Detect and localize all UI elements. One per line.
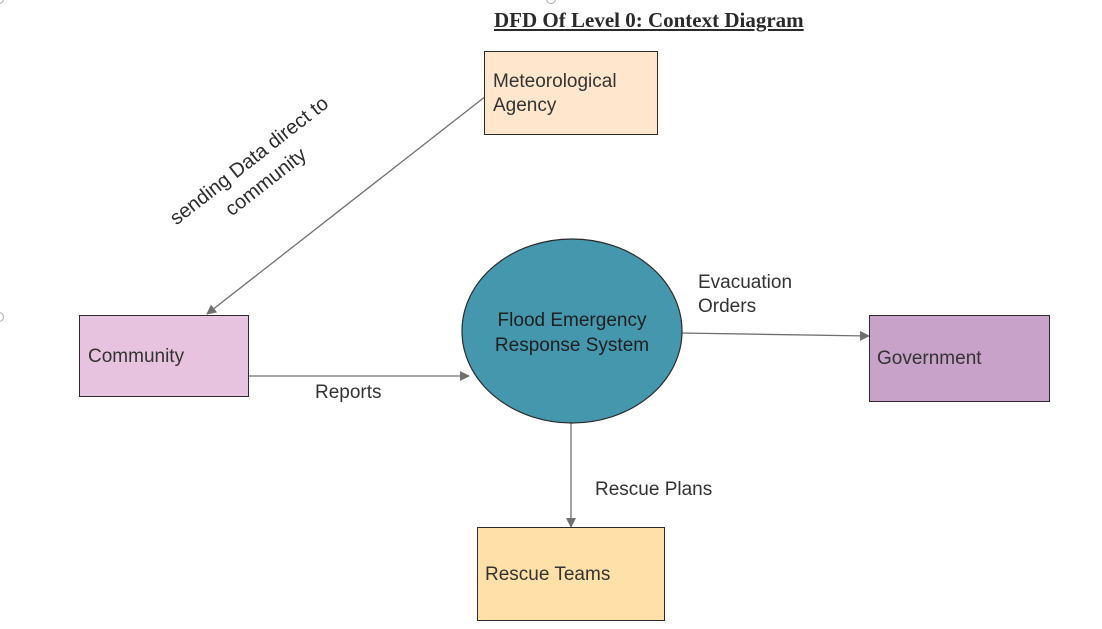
entity-rescue-teams[interactable]: Rescue Teams: [477, 527, 665, 621]
process-label: Flood Emergency Response System: [466, 308, 678, 358]
process-circle[interactable]: [461, 238, 683, 424]
flow-label-rescue-plans: Rescue Plans: [595, 479, 713, 500]
flow-label-line: Orders: [698, 296, 757, 317]
process-label-line: Response System: [494, 335, 650, 356]
entity-label: Government: [877, 348, 982, 369]
entity-label: Rescue Teams: [485, 564, 611, 585]
flow-arrow-evacuation: [679, 330, 870, 341]
entity-label: Meteorological: [493, 71, 617, 92]
entity-label: Agency: [493, 95, 557, 116]
flow-arrow-sending-data: [206, 95, 487, 315]
flow-label-line: Evacuation: [698, 272, 793, 293]
flow-label-evacuation-orders: Evacuation Orders: [698, 271, 792, 319]
entity-meteorological-agency[interactable]: Meteorological Agency: [484, 51, 658, 135]
entity-government[interactable]: Government: [869, 315, 1050, 402]
diagram-title: DFD Of Level 0: Context Diagram: [494, 8, 804, 32]
flow-label-reports: Reports: [315, 382, 382, 403]
entity-label: Community: [88, 346, 185, 367]
process-label-line: Flood Emergency: [497, 310, 647, 331]
entity-community[interactable]: Community: [79, 315, 249, 397]
